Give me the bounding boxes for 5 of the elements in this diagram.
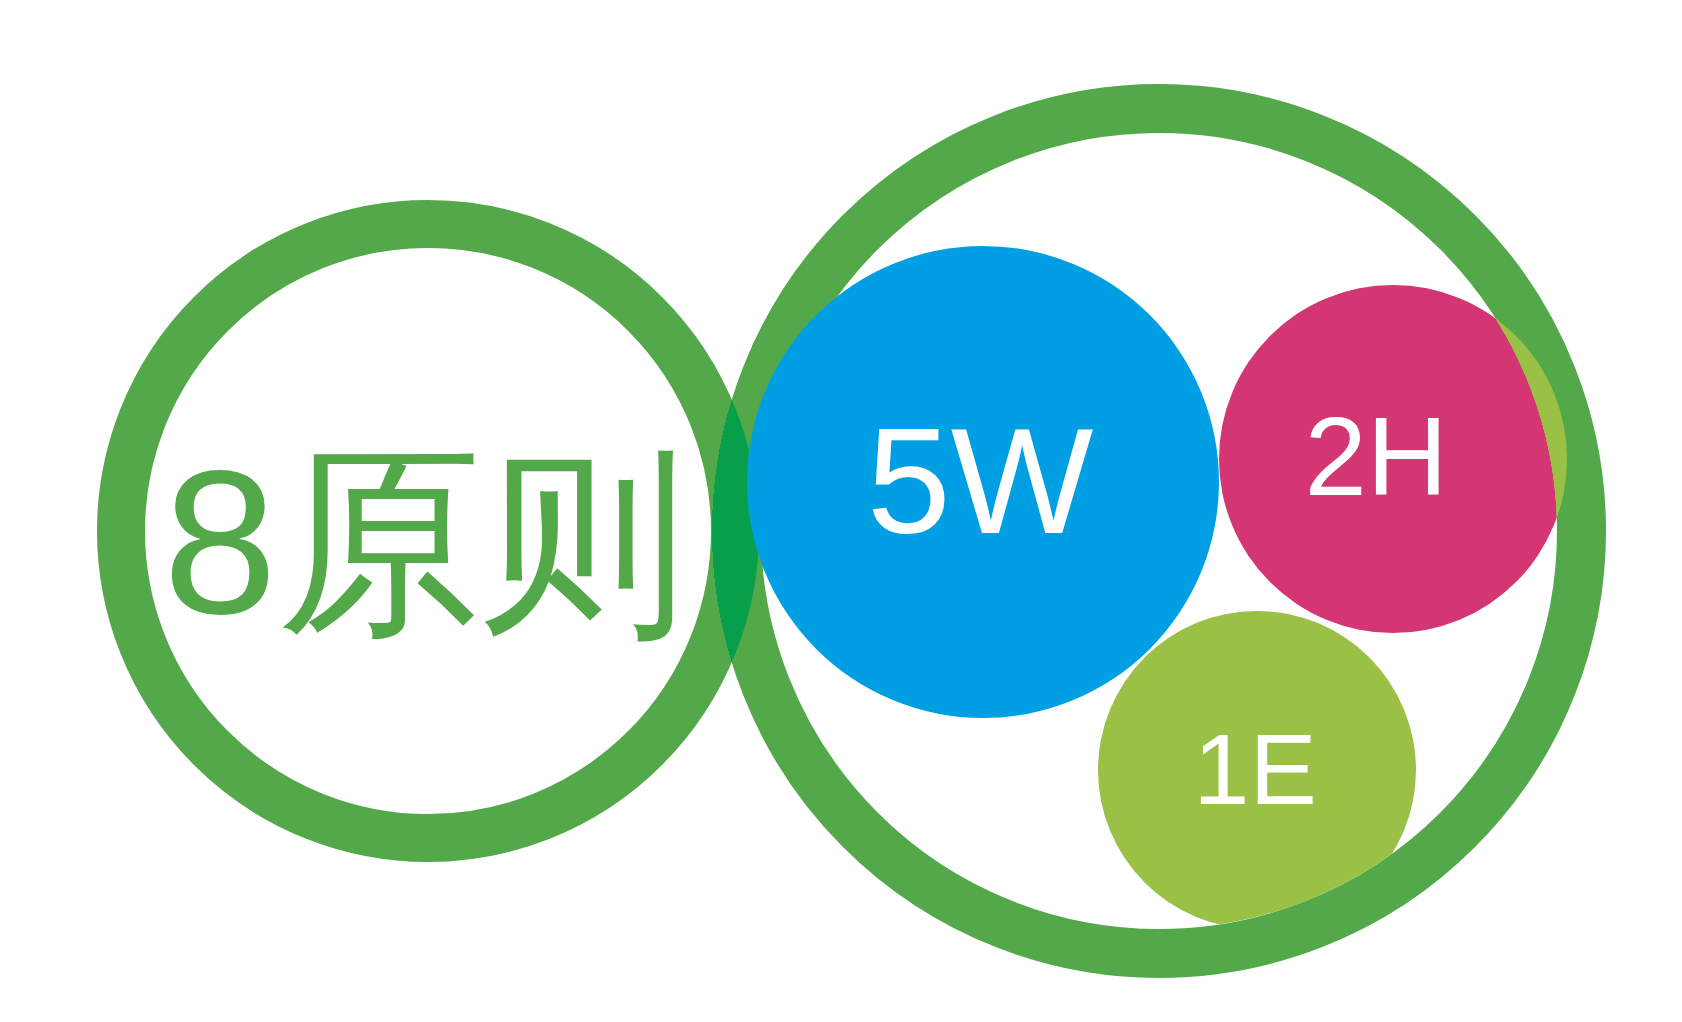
ring-label: 8原则 — [163, 438, 687, 644]
topic-ring — [97, 200, 759, 862]
circle-label: 2H — [1304, 401, 1448, 513]
circle-label: 1E — [1193, 718, 1317, 820]
circle-label: 5W — [866, 404, 1094, 556]
